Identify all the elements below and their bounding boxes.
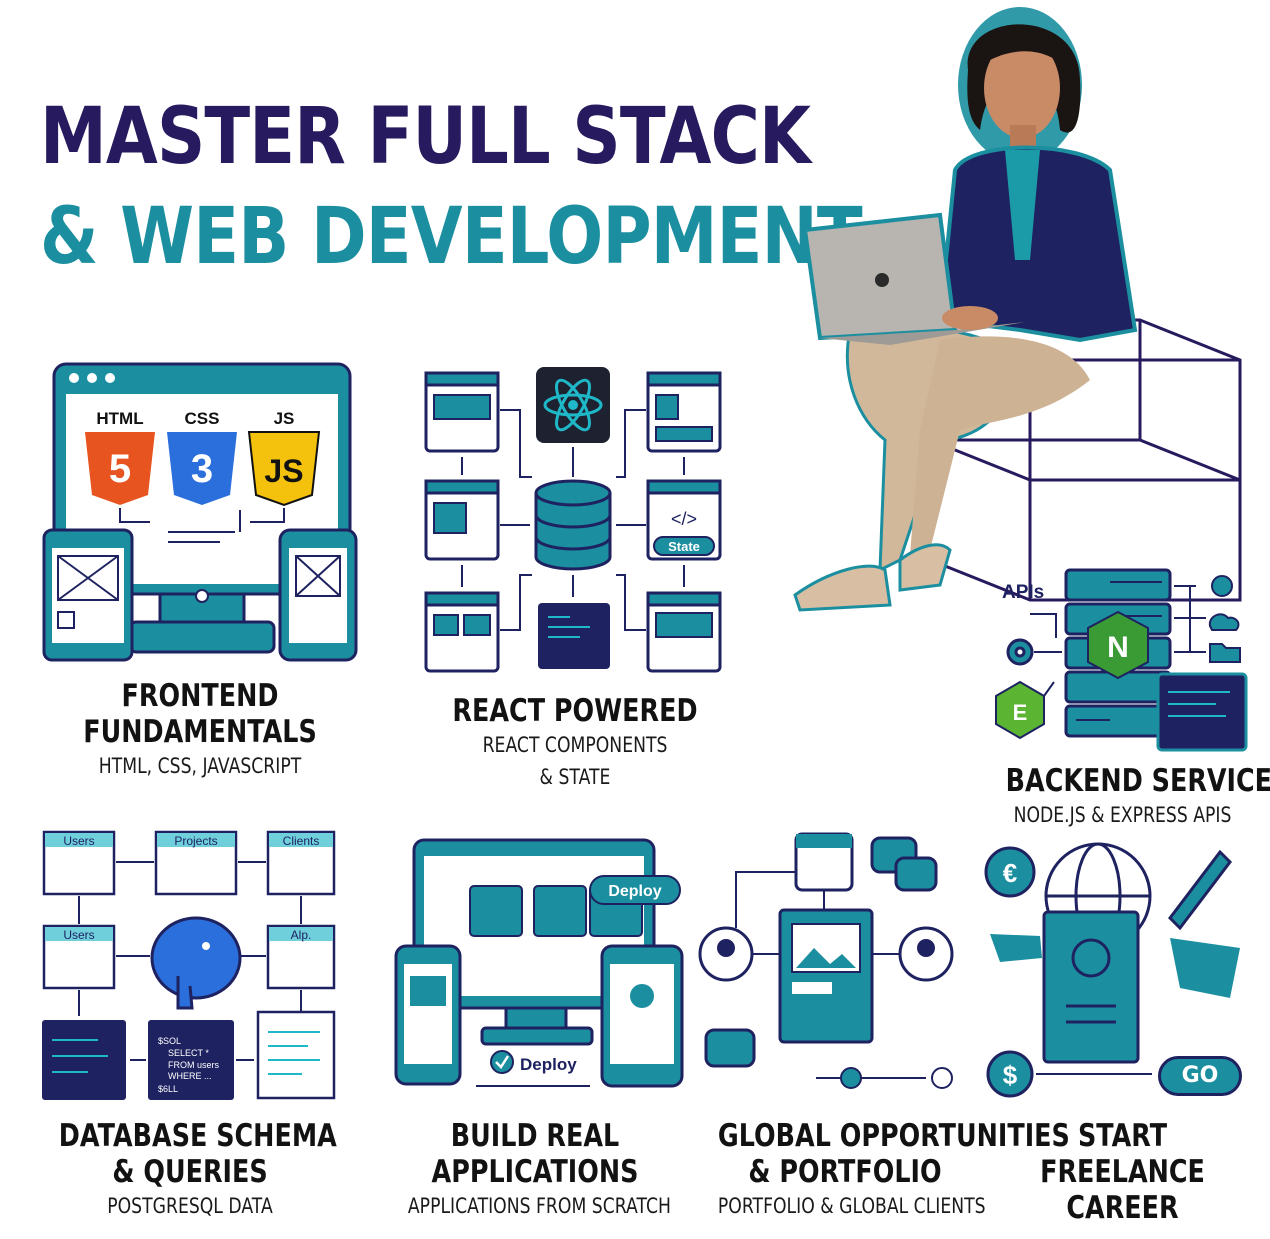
- database-title-line-2: & QUERIES: [112, 1154, 268, 1190]
- message-icon: [704, 1028, 756, 1068]
- sql-line-3: FROM users: [168, 1060, 220, 1070]
- express-badge-label: E: [1013, 700, 1028, 725]
- svg-text:$: $: [1003, 1060, 1018, 1090]
- freelance-title-line-3: CAREER: [1066, 1190, 1179, 1226]
- result-table-icon: [256, 1010, 336, 1100]
- js-label: JS: [274, 409, 295, 428]
- react-subtitle-line-1: REACT COMPONENTS: [482, 733, 668, 757]
- backend-caption: BACKEND SERVICES NODE.JS & EXPRESS APIS: [980, 763, 1270, 831]
- react-illustration: </> State: [424, 367, 722, 673]
- global-portfolio-illustration: [698, 832, 954, 1089]
- js-icon: [247, 431, 321, 507]
- freelance-illustration: € $: [984, 842, 1240, 1098]
- html-label: HTML: [96, 409, 143, 428]
- state-label: State: [668, 539, 700, 554]
- svg-text:3: 3: [191, 447, 213, 491]
- freelance-caption: START FREELANCE CAREER: [1000, 1118, 1245, 1226]
- woman-with-laptop-illustration: [793, 7, 1242, 612]
- global-caption: GLOBAL OPPORTUNITIES & PORTFOLIO PORTFOL…: [690, 1118, 1070, 1222]
- headline-line-1: MASTER FULL STACK: [40, 92, 811, 182]
- terminal-icon: [42, 1020, 126, 1100]
- database-caption: DATABASE SCHEMA & QUERIES POSTGRESQL DAT…: [30, 1118, 350, 1222]
- world-map-icon: [990, 934, 1042, 962]
- nginx-badge-icon: [1087, 610, 1149, 680]
- passport-icon: [1042, 910, 1140, 1064]
- backend-subtitle: NODE.JS & EXPRESS APIS: [1013, 803, 1232, 827]
- sql-line-5: $6LL: [158, 1084, 178, 1094]
- folder-icon: [1209, 643, 1241, 663]
- table-clients-label: Clients: [283, 834, 320, 848]
- laptop-icon: [802, 212, 1025, 345]
- build-apps-illustration: Deploy Deploy: [394, 838, 684, 1088]
- deploy-label: Deploy: [520, 1055, 577, 1074]
- cloud-icon: [1208, 613, 1240, 631]
- backend-illustration: APIs N E: [995, 568, 1248, 752]
- build-title-line-2: APPLICATIONS: [431, 1154, 639, 1190]
- sql-line-1: $SOL: [158, 1036, 181, 1046]
- global-subtitle: PORTFOLIO & GLOBAL CLIENTS: [717, 1194, 986, 1218]
- backend-title: BACKEND SERVICES: [1005, 763, 1270, 799]
- frontend-subtitle: HTML, CSS, JAVASCRIPT: [98, 754, 302, 778]
- checkmark-icon: [490, 1050, 514, 1074]
- rocket-icon: [1168, 849, 1232, 931]
- cog-icon: [1211, 575, 1233, 597]
- frontend-caption: FRONTEND FUNDAMENTALS HTML, CSS, JAVASCR…: [40, 678, 360, 782]
- react-title: REACT POWERED: [452, 693, 698, 729]
- euro-coin-icon: [984, 846, 1036, 898]
- database-subtitle: POSTGRESQL DATA: [107, 1194, 273, 1218]
- global-title-line-2: & PORTFOLIO: [748, 1154, 942, 1190]
- code-glyph: </>: [671, 509, 697, 529]
- frontend-title-line-1: FRONTEND: [121, 678, 279, 714]
- sql-line-4: WHERE ...: [168, 1071, 212, 1081]
- apis-label: APIs: [1002, 582, 1044, 603]
- sql-query-icon: [148, 1020, 234, 1100]
- database-illustration: Users Projects Clients Users Alp. $SOL S…: [42, 830, 336, 1100]
- css-label: CSS: [185, 409, 220, 428]
- freelance-title-line-2: FREELANCE: [1040, 1154, 1205, 1190]
- database-icon: [534, 479, 612, 571]
- build-caption: BUILD REAL APPLICATIONS APPLICATIONS FRO…: [380, 1118, 690, 1222]
- build-title-line-1: BUILD REAL: [450, 1118, 620, 1154]
- html5-icon: [85, 432, 155, 505]
- gear-icon: [1006, 638, 1034, 666]
- table-projects-label: Projects: [174, 834, 217, 848]
- database-title-line-1: DATABASE SCHEMA: [58, 1118, 337, 1154]
- frontend-illustration: HTML CSS JS 5 3 JS: [42, 362, 358, 662]
- state-pill: [653, 536, 715, 556]
- dollar-coin-icon: [986, 1050, 1034, 1098]
- build-subtitle: APPLICATIONS FROM SCRATCH: [407, 1194, 671, 1218]
- check-icon: [931, 1067, 953, 1089]
- sql-line-2: SELECT *: [168, 1048, 209, 1058]
- nginx-badge-label: N: [1107, 631, 1129, 664]
- svg-text:JS: JS: [264, 453, 303, 489]
- svg-text:€: €: [1003, 858, 1017, 888]
- table-users-label: Users: [63, 834, 94, 848]
- deploy-badge-label: Deploy: [608, 883, 661, 900]
- global-title-line-1: GLOBAL OPPORTUNITIES: [717, 1118, 1070, 1154]
- table-users-2-label: Users: [63, 928, 94, 942]
- terminal-icon: [1156, 672, 1248, 752]
- table-alp-label: Alp.: [291, 928, 312, 942]
- headline-line-2: & WEB DEVELOPMENT.: [40, 192, 877, 282]
- css3-icon: [167, 432, 237, 505]
- postgresql-elephant-icon: [150, 916, 242, 1010]
- svg-text:5: 5: [109, 447, 131, 491]
- deploy-badge: [589, 875, 681, 905]
- frontend-title-line-2: FUNDAMENTALS: [83, 714, 317, 750]
- go-button[interactable]: GO: [1158, 1056, 1242, 1096]
- freelance-title-line-1: START: [1077, 1118, 1168, 1154]
- react-caption: REACT POWERED REACT COMPONENTS & STATE: [420, 693, 730, 793]
- react-subtitle-line-2: & STATE: [539, 765, 611, 789]
